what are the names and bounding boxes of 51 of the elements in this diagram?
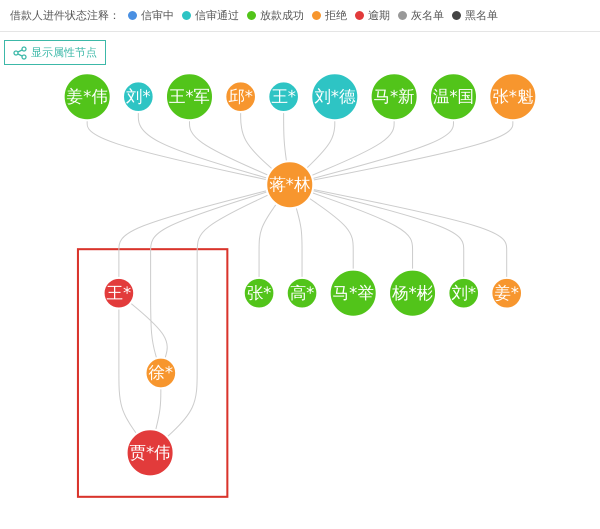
node-circle	[447, 276, 480, 310]
relationship-graph: 姜*伟 刘* 王*军 邱* 王* 刘*德 马*新 温*国 王* 徐* 贾*伟 张*魁 蒋*林 张* 高* 马*举 杨*彬 刘* 姜*	[0, 65, 600, 505]
connector	[308, 198, 354, 270]
node-circle	[310, 72, 360, 122]
connector	[155, 388, 162, 430]
node-circle	[62, 72, 112, 122]
connector	[312, 190, 464, 278]
legend-label: 黑名单	[465, 8, 498, 23]
node-circle	[267, 80, 300, 114]
node-circle	[286, 276, 318, 310]
connector	[138, 112, 268, 179]
node-circle	[164, 72, 214, 122]
legend-label: 放款成功	[260, 8, 304, 23]
connector	[312, 192, 414, 270]
legend-label: 信审通过	[195, 8, 239, 23]
connector	[312, 120, 514, 181]
legend-label: 逾期	[368, 8, 390, 23]
cluster	[76, 248, 228, 498]
node-circle	[242, 276, 276, 310]
connector	[258, 204, 277, 278]
node-circle	[102, 276, 136, 310]
connector	[312, 120, 454, 180]
connector	[240, 112, 273, 170]
node-circle	[388, 268, 438, 318]
connector	[306, 120, 336, 169]
node-circle	[265, 160, 314, 210]
node-circle	[428, 72, 478, 122]
connector	[86, 120, 267, 180]
connector	[188, 120, 268, 176]
node-circle	[488, 72, 538, 122]
connector	[118, 190, 268, 278]
legend-label: 拒绝	[325, 8, 347, 23]
legend-label: 信审中	[141, 8, 174, 23]
connector	[312, 188, 508, 278]
connector	[150, 191, 268, 358]
connector	[283, 112, 288, 162]
node-circle	[490, 276, 524, 310]
node-circle	[122, 80, 155, 114]
legend-heading: 借款人进件状态注释：	[10, 8, 120, 23]
connector	[296, 207, 303, 278]
node-circle	[328, 268, 378, 318]
connector	[311, 120, 395, 176]
connector	[118, 308, 137, 434]
connector	[166, 194, 269, 438]
node-circle	[126, 428, 175, 478]
connector	[130, 302, 168, 358]
node-circle	[144, 356, 178, 390]
node-circle	[370, 72, 419, 122]
node-circle	[224, 80, 258, 114]
legend-label: 灰名单	[411, 8, 444, 23]
show-attribute-nodes-button: 显示属性节点	[4, 40, 106, 65]
